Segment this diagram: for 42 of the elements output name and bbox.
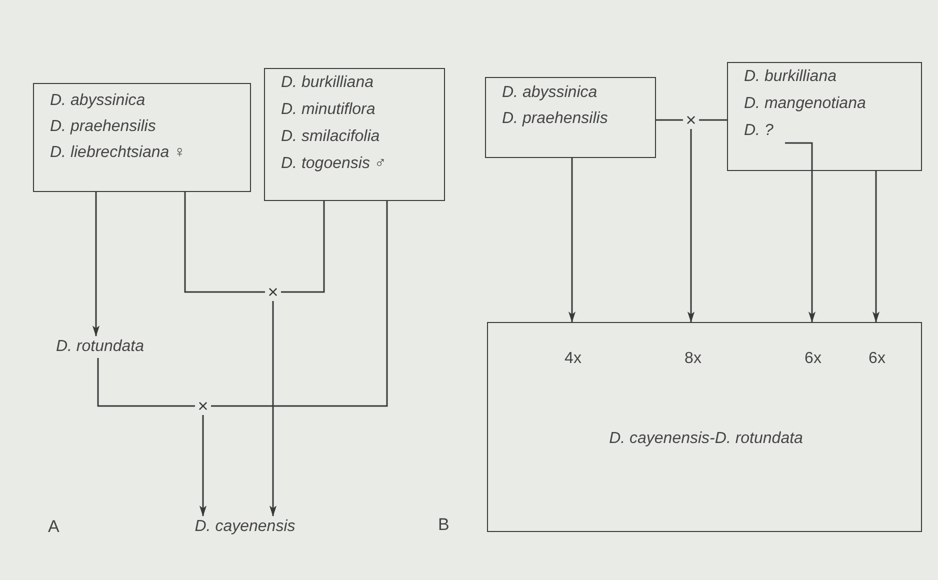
arrow <box>199 415 207 517</box>
panel-letter: A <box>48 517 60 537</box>
connector-line <box>699 119 727 121</box>
arrow <box>872 171 880 323</box>
arrow <box>269 301 277 517</box>
species-name: D. togoensis ♂ <box>281 154 386 174</box>
cross-symbol: × <box>265 283 281 301</box>
species-name: D. praehensilis <box>502 109 608 129</box>
species-name: D. praehensilis <box>50 117 156 137</box>
ploidy-label: 4x <box>564 350 582 368</box>
hybrid-box <box>487 322 922 532</box>
species-box <box>485 77 656 158</box>
species-name: D. liebrechtsiana ♀ <box>50 143 186 163</box>
ploidy-label: 8x <box>684 350 702 368</box>
cross-symbol: × <box>195 397 211 415</box>
connector-line <box>211 201 388 407</box>
connector-line <box>184 192 265 293</box>
species-name: D. minutiflora <box>281 100 376 120</box>
species-name: D. ? <box>744 121 774 141</box>
species-box <box>727 62 922 171</box>
species-name: D. burkilliana <box>744 67 836 87</box>
connector-line <box>656 119 683 121</box>
arrow <box>568 158 576 323</box>
species-box <box>264 68 445 201</box>
cross-symbol: × <box>683 111 699 129</box>
species-name: D. mangenotiana <box>744 94 866 114</box>
species-name: D. abyssinica <box>50 91 146 111</box>
ploidy-label: 6x <box>868 350 886 368</box>
species-name: D. cayenensis <box>176 516 314 538</box>
species-name: D. cayenensis-D. rotundata <box>609 430 803 448</box>
species-name: D. rotundata <box>38 336 162 358</box>
panel-letter: B <box>438 515 450 535</box>
species-name: D. smilacifolia <box>281 127 380 147</box>
species-name: D. abyssinica <box>502 83 598 103</box>
species-box <box>33 83 251 192</box>
connector-line <box>281 201 325 293</box>
arrow <box>687 129 695 323</box>
connector-line <box>97 358 195 407</box>
species-name: D. burkilliana <box>281 73 374 93</box>
ploidy-label: 6x <box>804 350 822 368</box>
arrow <box>92 192 100 337</box>
arrow <box>785 142 816 323</box>
